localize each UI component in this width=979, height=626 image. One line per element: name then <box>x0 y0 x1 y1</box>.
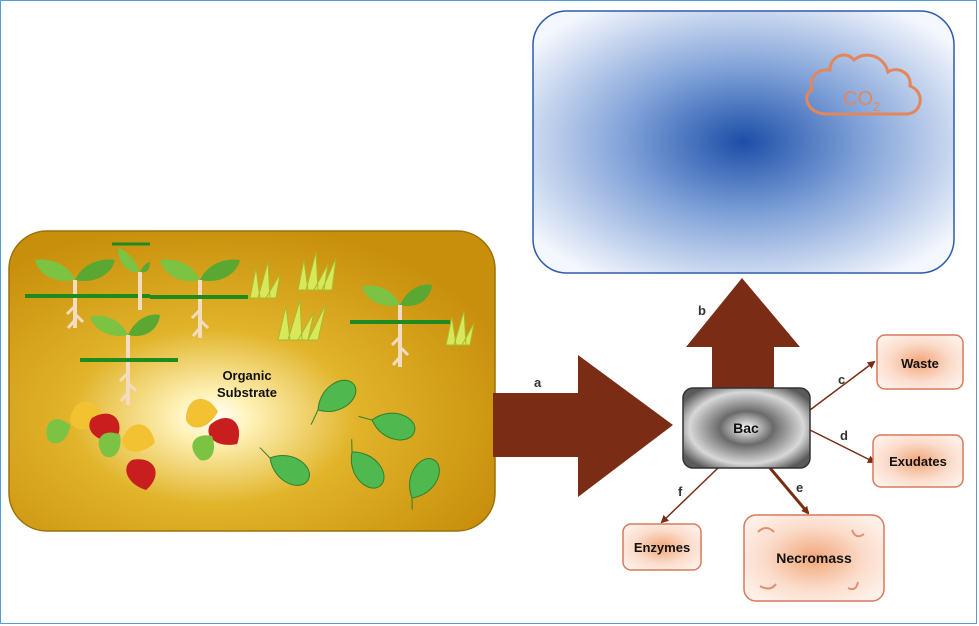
exudates-label: Exudates <box>889 454 947 469</box>
product-arrows <box>660 360 876 524</box>
arrow-d <box>809 429 876 463</box>
leaf-icon <box>358 412 416 441</box>
grass-tufts <box>249 251 475 346</box>
leaf-icon <box>98 432 121 458</box>
flux-arrow-b <box>686 278 800 390</box>
leaf-icon <box>409 458 440 510</box>
bac-label: Bac <box>733 420 759 436</box>
enzymes-label: Enzymes <box>634 540 690 555</box>
bacteria-box <box>682 387 811 469</box>
waste-box <box>876 334 964 390</box>
grass-icon <box>249 261 281 299</box>
edge-label-a: a <box>534 375 542 390</box>
organic-substrate-pool <box>8 230 496 532</box>
grass-icon <box>277 299 327 341</box>
leaf-icon <box>185 398 218 428</box>
exudates-box <box>872 434 964 488</box>
grass-icon <box>297 251 337 291</box>
substrate-label-line2: Substrate <box>217 385 277 400</box>
co2-label: CO2 <box>843 88 880 114</box>
edge-label-d: d <box>840 428 848 443</box>
edge-label-f: f <box>678 484 683 499</box>
necromass-box <box>743 514 885 602</box>
grass-icon <box>445 310 475 346</box>
enzymes-box <box>622 523 702 571</box>
leaf-icon <box>208 418 239 445</box>
seedling-icon <box>90 314 160 405</box>
seedling-icon <box>362 284 432 367</box>
leaf-icon <box>126 459 156 491</box>
arrow-f <box>660 467 719 524</box>
co2-cloud-icon <box>805 53 922 116</box>
waste-label: Waste <box>901 356 939 371</box>
seedling-icon <box>35 259 115 329</box>
leaf-icon <box>46 419 71 444</box>
leaf-icon <box>310 379 357 425</box>
substrate-label-line1: Organic <box>222 368 271 383</box>
leaf-icon <box>192 435 215 461</box>
atmosphere-box <box>532 10 955 274</box>
seedling-icon <box>118 248 150 310</box>
arrow-c <box>809 360 876 411</box>
flux-arrow-a <box>493 355 673 497</box>
arrow-e <box>768 467 810 515</box>
edge-label-b: b <box>698 303 706 318</box>
leaf-icon <box>350 439 385 489</box>
necromass-label: Necromass <box>776 550 852 566</box>
autumn-leaves <box>46 398 239 491</box>
edge-label-e: e <box>796 480 803 495</box>
green-leaves <box>259 379 440 510</box>
leaf-icon <box>259 447 310 486</box>
seedling-icon <box>160 259 240 338</box>
seedling-illustrations <box>25 242 450 405</box>
leaf-icon <box>122 424 155 452</box>
edge-label-c: c <box>838 372 845 387</box>
